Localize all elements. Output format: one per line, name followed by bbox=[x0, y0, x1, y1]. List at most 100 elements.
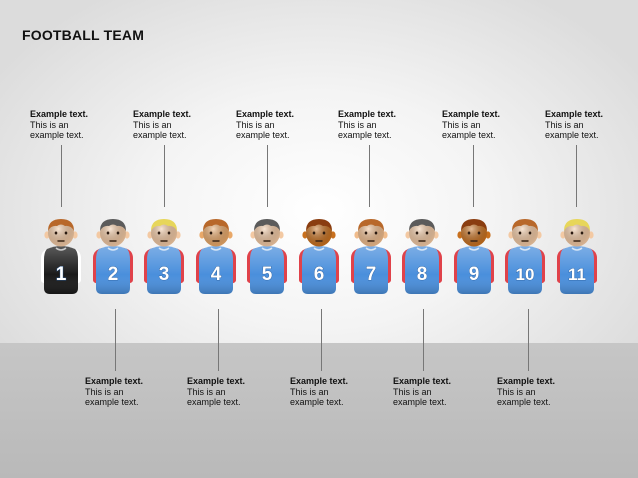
callout-line: example text. bbox=[442, 130, 496, 140]
callout-line: example text. bbox=[236, 130, 290, 140]
player-body bbox=[299, 246, 339, 294]
player-7: 7 bbox=[347, 214, 395, 298]
callout-line: This is an bbox=[545, 119, 584, 130]
player-4: 4 bbox=[192, 214, 240, 298]
callout-heading: Example text. bbox=[338, 109, 397, 119]
callout-line: example text. bbox=[497, 397, 551, 407]
player-head bbox=[354, 219, 388, 247]
player-1: 1 bbox=[37, 214, 85, 298]
callout-heading: Example text. bbox=[236, 109, 295, 119]
connector-line bbox=[369, 145, 370, 207]
callout-line: example text. bbox=[290, 397, 344, 407]
callout-top-6: Example text. This is an example text. bbox=[545, 109, 635, 141]
player-body bbox=[247, 246, 287, 294]
callout-top-3: Example text. This is an example text. bbox=[236, 109, 326, 141]
player-figure: 4 bbox=[196, 219, 236, 294]
callout-line: example text. bbox=[545, 130, 599, 140]
player-figure: 2 bbox=[93, 219, 133, 294]
connector-line bbox=[218, 309, 219, 371]
jersey-number: 5 bbox=[262, 264, 273, 285]
jersey-number: 4 bbox=[211, 264, 222, 285]
player-6: 6 bbox=[295, 214, 343, 298]
callout-line: example text. bbox=[30, 130, 84, 140]
callout-line: example text. bbox=[133, 130, 187, 140]
callout-bottom-2: Example text. This is an example text. bbox=[187, 376, 277, 408]
jersey-number: 10 bbox=[516, 265, 535, 284]
callout-line: example text. bbox=[393, 397, 447, 407]
player-figure: 3 bbox=[144, 219, 184, 294]
player-8: 8 bbox=[398, 214, 446, 298]
player-head bbox=[44, 219, 78, 247]
player-head bbox=[457, 219, 491, 247]
callout-bottom-5: Example text. This is an example text. bbox=[497, 376, 587, 408]
callout-line: This is an bbox=[187, 386, 226, 397]
player-body bbox=[351, 246, 391, 294]
player-body bbox=[196, 246, 236, 294]
player-body bbox=[41, 246, 81, 294]
jersey-number: 1 bbox=[56, 264, 67, 285]
player-figure: 8 bbox=[402, 219, 442, 294]
player-11: 11 bbox=[553, 214, 601, 298]
callout-top-5: Example text. This is an example text. bbox=[442, 109, 532, 141]
player-body bbox=[402, 246, 442, 294]
player-figure: 7 bbox=[351, 219, 391, 294]
connector-line bbox=[321, 309, 322, 371]
connector-line bbox=[164, 145, 165, 207]
player-body bbox=[93, 246, 133, 294]
player-body bbox=[557, 246, 597, 294]
callout-line: This is an bbox=[30, 119, 69, 130]
jersey-number: 2 bbox=[108, 264, 119, 285]
jersey-number: 3 bbox=[159, 264, 170, 285]
player-3: 3 bbox=[140, 214, 188, 298]
jersey-number: 9 bbox=[469, 264, 480, 285]
connector-line bbox=[115, 309, 116, 371]
player-body bbox=[505, 246, 545, 294]
callout-top-2: Example text. This is an example text. bbox=[133, 109, 223, 141]
callout-heading: Example text. bbox=[393, 376, 452, 386]
connector-line bbox=[423, 309, 424, 371]
player-figure: 1 bbox=[41, 219, 81, 294]
player-head bbox=[250, 219, 284, 247]
player-body bbox=[454, 246, 494, 294]
callout-line: example text. bbox=[187, 397, 241, 407]
jersey-number: 6 bbox=[314, 264, 325, 285]
player-10: 10 bbox=[501, 214, 549, 298]
player-head bbox=[508, 219, 542, 247]
callout-top-1: Example text. This is an example text. bbox=[30, 109, 120, 141]
callout-heading: Example text. bbox=[290, 376, 349, 386]
jersey-number: 7 bbox=[366, 264, 377, 285]
callout-heading: Example text. bbox=[545, 109, 604, 119]
player-figure: 11 bbox=[557, 219, 597, 294]
player-9: 9 bbox=[450, 214, 498, 298]
callout-line: This is an bbox=[133, 119, 172, 130]
callout-line: example text. bbox=[338, 130, 392, 140]
callout-line: This is an bbox=[393, 386, 432, 397]
callout-line: This is an bbox=[442, 119, 481, 130]
page-title: FOOTBALL TEAM bbox=[22, 27, 145, 43]
connector-line bbox=[473, 145, 474, 207]
callout-line: This is an bbox=[85, 386, 124, 397]
player-5: 5 bbox=[243, 214, 291, 298]
callout-heading: Example text. bbox=[187, 376, 246, 386]
callout-line: example text. bbox=[85, 397, 139, 407]
connector-line bbox=[576, 145, 577, 207]
callout-heading: Example text. bbox=[85, 376, 144, 386]
callout-bottom-3: Example text. This is an example text. bbox=[290, 376, 380, 408]
jersey-number: 11 bbox=[568, 265, 586, 284]
player-head bbox=[199, 219, 233, 247]
callout-heading: Example text. bbox=[442, 109, 501, 119]
callout-heading: Example text. bbox=[497, 376, 556, 386]
player-head bbox=[302, 219, 336, 247]
player-head bbox=[560, 219, 594, 247]
background-lower bbox=[0, 343, 638, 478]
callout-heading: Example text. bbox=[133, 109, 192, 119]
callout-top-4: Example text. This is an example text. bbox=[338, 109, 428, 141]
callout-line: This is an bbox=[290, 386, 329, 397]
callout-bottom-1: Example text. This is an example text. bbox=[85, 376, 175, 408]
player-figure: 6 bbox=[299, 219, 339, 294]
jersey-number: 8 bbox=[417, 264, 428, 285]
connector-line bbox=[267, 145, 268, 207]
player-2: 2 bbox=[89, 214, 137, 298]
player-figure: 5 bbox=[247, 219, 287, 294]
player-head bbox=[405, 219, 439, 247]
